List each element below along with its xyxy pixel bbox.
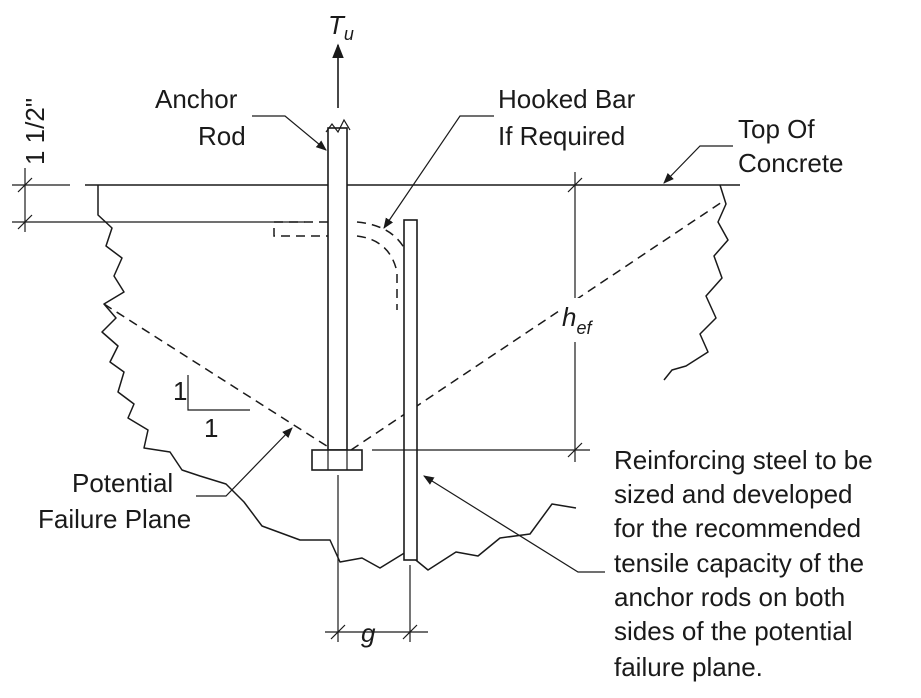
slope-horizontal-label: 1 bbox=[204, 413, 218, 443]
slope-vertical-label: 1 bbox=[173, 376, 187, 406]
cover-tick-top bbox=[17, 177, 33, 193]
left-concrete-edge bbox=[97, 185, 577, 571]
anchor-rod-break bbox=[325, 118, 351, 134]
anchor-rod-label-1: Anchor bbox=[155, 84, 238, 114]
reinforcing-note-line: sized and developed bbox=[614, 479, 853, 509]
failure-plane-leader bbox=[196, 427, 293, 497]
reinforcing-note-line: sides of the potential bbox=[614, 616, 853, 646]
gap-label: g bbox=[361, 618, 376, 648]
hef-label-bg bbox=[560, 298, 596, 342]
hooked-bar-leader bbox=[383, 115, 494, 229]
anchor-rod-leader bbox=[252, 115, 327, 151]
reinforcing-leader bbox=[423, 475, 605, 573]
hef-label: hef bbox=[562, 302, 593, 338]
reinforcing-note: Reinforcing steel to be sized and develo… bbox=[614, 445, 880, 682]
anchor-rod-label-2: Rod bbox=[198, 121, 246, 151]
top-of-concrete-leader bbox=[663, 145, 733, 184]
slope-triangle bbox=[187, 375, 250, 411]
hooked-bar-label-1: Hooked Bar bbox=[498, 84, 636, 114]
cover-tick-bottom bbox=[17, 214, 33, 230]
failure-plane-label-1: Potential bbox=[72, 468, 173, 498]
hooked-bar-label-2: If Required bbox=[498, 121, 625, 151]
gap-tick-left bbox=[330, 624, 346, 640]
reinforcing-note-line: anchor rods on both bbox=[614, 582, 845, 612]
reinforcing-note-line: failure plane. bbox=[614, 652, 763, 682]
right-concrete-edge bbox=[663, 184, 729, 381]
reinforcing-note-line: for the recommended bbox=[614, 513, 861, 543]
failure-cone-left bbox=[103, 303, 334, 451]
anchor-rod bbox=[327, 127, 348, 451]
reinforcing-note-line: Reinforcing steel to be bbox=[614, 445, 873, 475]
anchor-plate bbox=[311, 449, 363, 471]
gap-tick-right bbox=[402, 624, 418, 640]
reinforcing-bar bbox=[403, 219, 418, 561]
top-of-concrete-label-2: Concrete bbox=[738, 148, 844, 178]
reinforcing-note-line: tensile capacity of the bbox=[614, 548, 864, 578]
hef-tick-top bbox=[567, 177, 583, 193]
tension-label: Tu bbox=[328, 10, 354, 44]
hooked-bar bbox=[273, 221, 411, 310]
cover-label: 1 1/2" bbox=[20, 98, 50, 165]
top-of-concrete-label-1: Top Of bbox=[738, 114, 815, 144]
failure-plane-label-2: Failure Plane bbox=[38, 504, 191, 534]
